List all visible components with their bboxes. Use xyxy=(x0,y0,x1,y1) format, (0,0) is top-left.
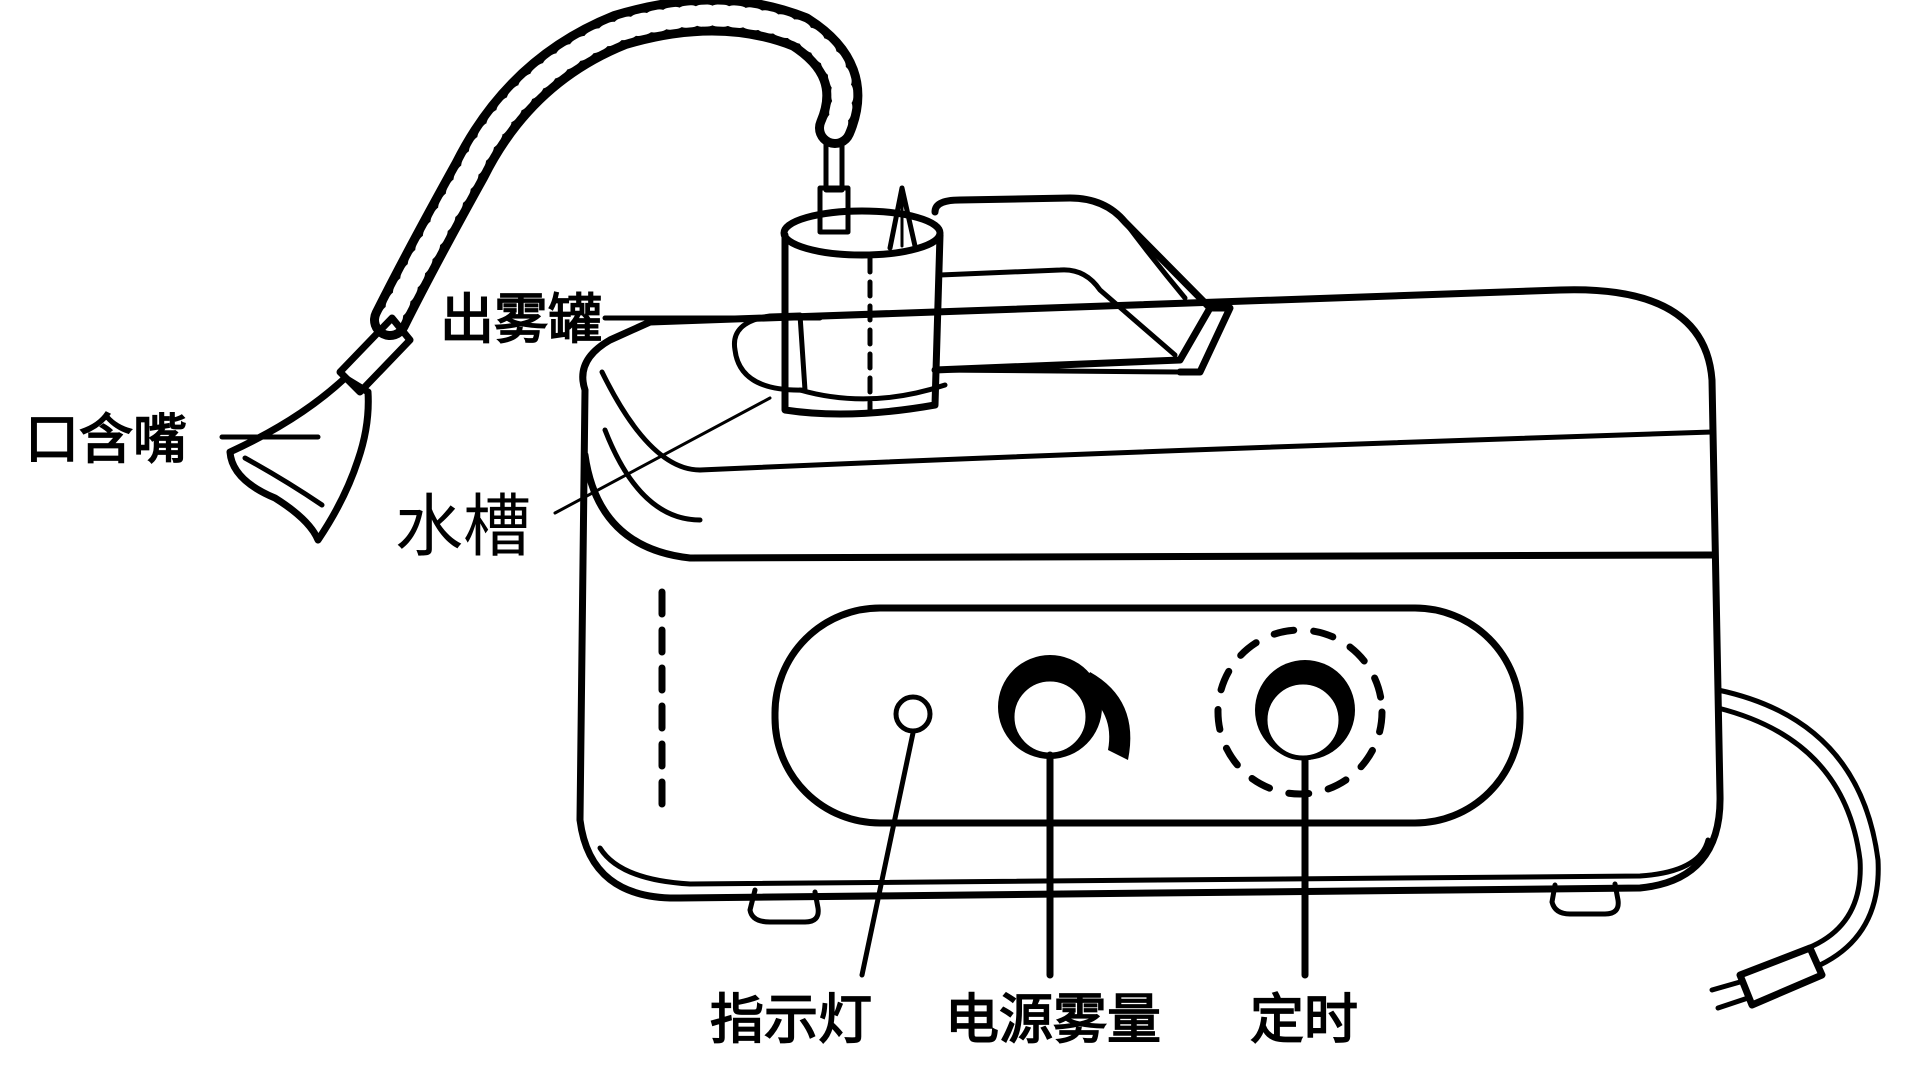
indicator-light-label: 指示灯 xyxy=(710,988,872,1051)
power-cord xyxy=(1712,690,1878,1008)
mist-tank-label: 出雾罐 xyxy=(440,288,602,351)
power-mist-volume-label: 电源雾量 xyxy=(945,988,1161,1051)
mist-tank xyxy=(784,125,940,414)
water-tank xyxy=(734,315,945,399)
mouthpiece-label: 口含嘴 xyxy=(25,408,187,471)
leader-lines xyxy=(222,318,1305,975)
timer-knob xyxy=(1218,630,1382,794)
mouthpiece xyxy=(230,318,410,540)
power-mist-knob xyxy=(998,655,1130,760)
indicator-light xyxy=(896,697,930,731)
control-panel xyxy=(775,608,1520,823)
coiled-hose xyxy=(390,15,842,320)
water-tank-label: 水槽 xyxy=(395,488,531,567)
timer-label: 定时 xyxy=(1250,988,1358,1051)
indicator-light-leader xyxy=(862,733,913,975)
outlet-duct xyxy=(935,198,1230,372)
